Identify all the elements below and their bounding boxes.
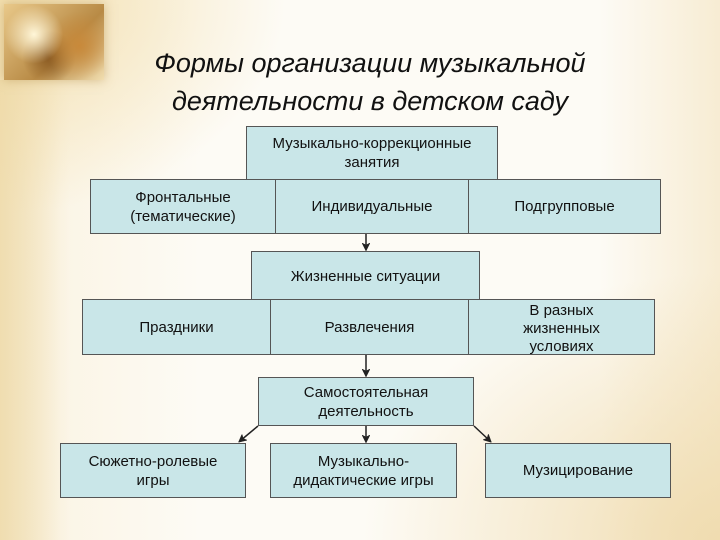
- node-role-games: Сюжетно-ролевые игры: [60, 443, 246, 498]
- node-label: Праздники: [139, 318, 214, 336]
- node-label: Развлечения: [324, 318, 415, 336]
- node-label: дидактические игры: [293, 471, 434, 489]
- node-label: жизненных: [523, 320, 600, 337]
- node-label: Музыкально-: [317, 452, 410, 470]
- node-label: В разных: [529, 302, 594, 319]
- title-line-1: Формы организации музыкальной: [154, 48, 586, 78]
- node-music-correction-classes: Музыкально-коррекционные занятия: [246, 126, 498, 180]
- node-label: Сюжетно-ролевые: [88, 452, 218, 470]
- node-label: занятия: [344, 154, 400, 171]
- node-label: деятельность: [318, 402, 414, 420]
- page-title: Формы организации музыкальной деятельнос…: [60, 44, 680, 120]
- node-frontal: Фронтальные (тематические): [90, 179, 276, 234]
- node-life-situations: Жизненные ситуации: [251, 251, 480, 301]
- node-holidays: Праздники: [82, 299, 271, 355]
- arrow-to-role-games: [240, 425, 259, 441]
- node-label: Фронтальные: [135, 188, 231, 206]
- arrow-to-music-making: [473, 425, 490, 441]
- node-entertainment: Развлечения: [270, 299, 469, 355]
- node-independent-activity: Самостоятельная деятельность: [258, 377, 474, 426]
- node-label: игры: [136, 471, 170, 489]
- node-individual: Индивидуальные: [275, 179, 469, 234]
- node-label: Самостоятельная: [303, 383, 429, 401]
- node-label: условиях: [529, 338, 594, 355]
- node-label: Музыкально-коррекционные: [272, 135, 472, 152]
- node-life-conditions: В разных жизненных условиях: [468, 299, 655, 355]
- node-label: Музицирование: [522, 462, 634, 479]
- node-didactic-games: Музыкально- дидактические игры: [270, 443, 457, 498]
- node-label: (тематические): [130, 207, 236, 225]
- background-fade: [0, 80, 70, 540]
- decorative-corner-image: [4, 4, 104, 80]
- node-label: Жизненные ситуации: [290, 267, 441, 285]
- node-subgroup: Подгрупповые: [468, 179, 661, 234]
- node-music-making: Музицирование: [485, 443, 671, 498]
- node-label: Индивидуальные: [311, 198, 433, 215]
- title-line-2: деятельности в детском саду: [171, 86, 569, 116]
- node-label: Подгрупповые: [514, 198, 615, 215]
